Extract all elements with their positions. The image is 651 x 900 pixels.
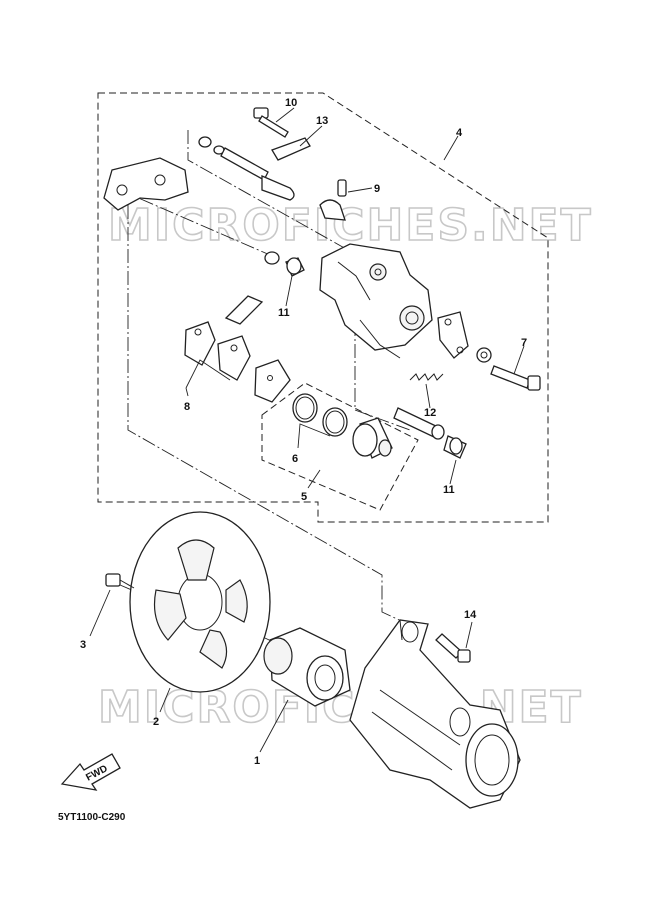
callout-3: 3 xyxy=(80,639,86,651)
bleed-screw-9 xyxy=(319,179,347,221)
drawing-code: 5YT1100-C290 xyxy=(58,812,126,823)
callout-9: 9 xyxy=(374,183,380,195)
nut xyxy=(476,347,492,363)
callout-8: 8 xyxy=(184,401,190,413)
assembly-4-boundary xyxy=(97,92,549,523)
slide-pin-lower xyxy=(393,407,445,440)
brake-disc-2 xyxy=(129,511,271,693)
chain-line-pin xyxy=(187,130,349,251)
piston xyxy=(352,417,393,459)
caliper-body xyxy=(319,243,433,359)
callout-4: 4 xyxy=(456,127,463,139)
callout-1: 1 xyxy=(254,755,260,767)
seal-kit-5-boundary xyxy=(261,382,419,511)
piston-seal-6a xyxy=(292,393,318,423)
caliper-bracket xyxy=(103,157,189,211)
piston-seal-6b xyxy=(322,407,348,437)
caliper-plate xyxy=(437,311,469,359)
callout-14: 14 xyxy=(464,609,477,621)
chain-line-caliper xyxy=(354,300,411,431)
fwd-arrow-icon: FWD xyxy=(60,753,121,791)
clip-13 xyxy=(271,137,311,161)
pad-shim xyxy=(254,359,291,403)
callout-11-lower: 11 xyxy=(443,484,455,496)
slide-pin xyxy=(198,136,295,201)
spring-12 xyxy=(409,373,444,381)
bushing-11-lower xyxy=(443,435,467,459)
callout-5: 5 xyxy=(301,491,307,503)
callout-12: 12 xyxy=(424,407,436,419)
callout-7: 7 xyxy=(521,337,527,349)
bolt-7 xyxy=(490,365,541,391)
brake-pad-8a xyxy=(184,321,216,366)
watermark-top: MICROFICHES.NET xyxy=(108,200,593,251)
chain-line-bracket xyxy=(127,205,411,626)
brake-pad-8b xyxy=(217,335,251,381)
hub-1 xyxy=(263,627,351,707)
chain-line-bolt xyxy=(119,189,271,256)
callout-11-upper: 11 xyxy=(278,307,290,319)
bushing-11-upper xyxy=(264,251,305,277)
axle-housing xyxy=(349,619,521,809)
callout-13: 13 xyxy=(316,115,328,127)
callout-10: 10 xyxy=(285,97,297,109)
pad-spring xyxy=(224,295,264,325)
bleed-bolt-10 xyxy=(253,107,289,138)
callout-6: 6 xyxy=(292,453,298,465)
bolt-14 xyxy=(435,633,471,663)
bolt-3 xyxy=(105,573,135,589)
callout-2: 2 xyxy=(153,716,159,728)
leader-lines xyxy=(89,107,525,753)
